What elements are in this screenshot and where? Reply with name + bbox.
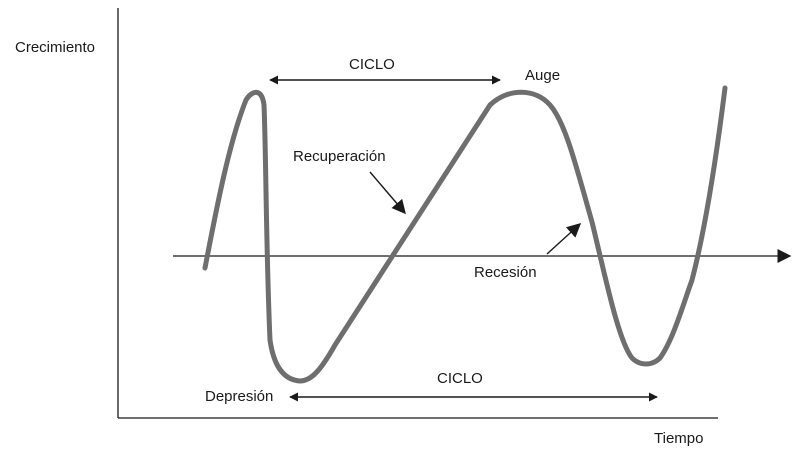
y-axis-label: Crecimiento [15, 39, 95, 56]
depression-label: Depresión [205, 388, 273, 405]
x-axis-label: Tiempo [654, 430, 703, 447]
recession-pointer-arrow [546, 223, 582, 255]
recovery-label: Recuperación [293, 148, 386, 165]
cycle-curve [202, 85, 728, 384]
cycle-bottom-label: CICLO [437, 370, 483, 387]
peak-label: Auge [525, 67, 560, 84]
recession-label: Recesión [474, 264, 537, 281]
cycle-top-label: CICLO [349, 56, 395, 73]
recovery-pointer-arrow [369, 171, 406, 215]
